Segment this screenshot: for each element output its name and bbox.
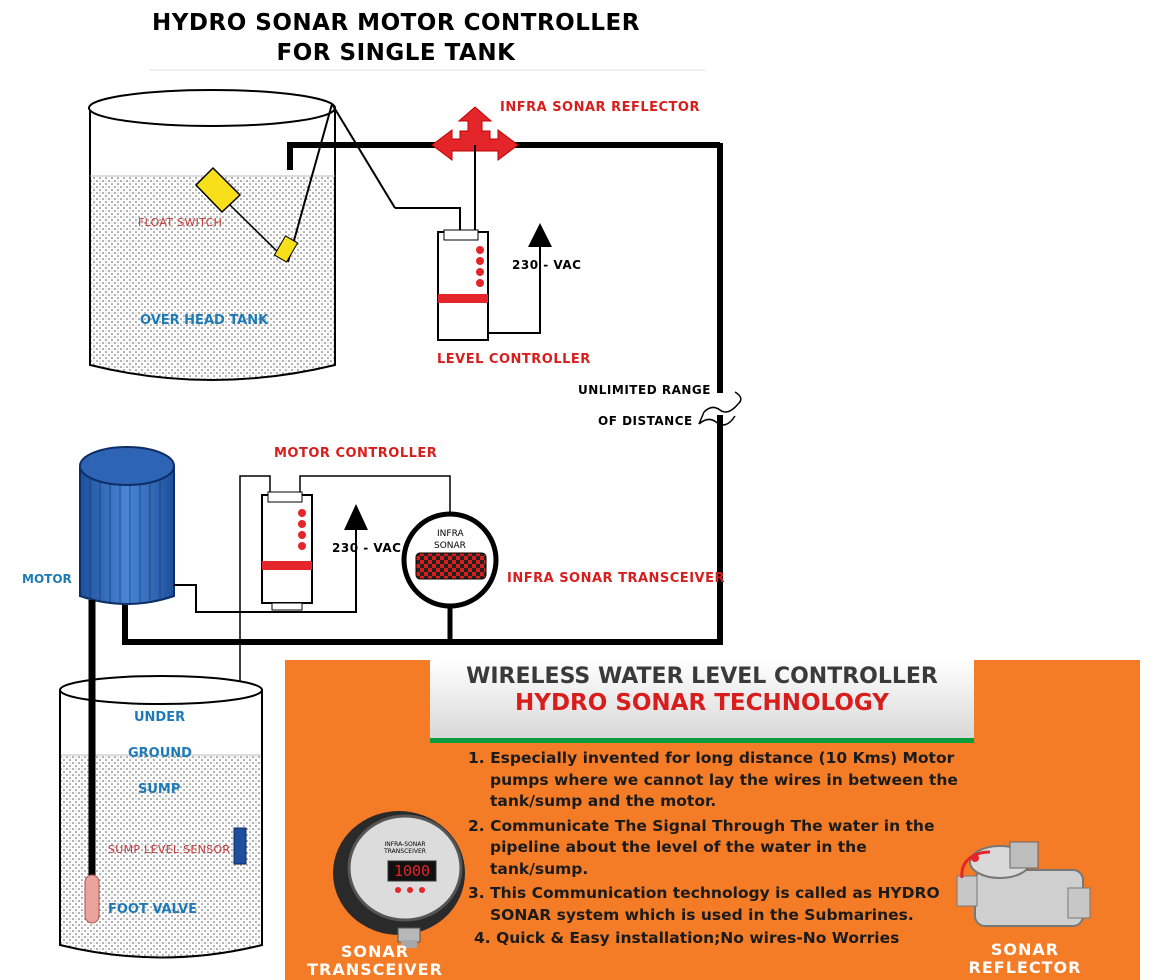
motor-controller-device	[261, 491, 313, 611]
label-infra: INFRA	[437, 529, 464, 539]
label-over-head-tank: OVER HEAD TANK	[140, 313, 269, 328]
level-controller-device	[437, 229, 489, 341]
sensor-wire	[239, 475, 271, 848]
label-unlimited-range: UNLIMITED RANGE	[578, 383, 711, 397]
info-panel-header	[430, 660, 974, 743]
sump-level-sensor	[233, 827, 247, 865]
power-arrow-top	[488, 223, 552, 334]
caption-sonar-transceiver: SONAR TRANSCEIVER	[290, 943, 460, 979]
power-wire-bottom	[174, 530, 357, 613]
caption-right-line2: REFLECTOR	[968, 958, 1082, 977]
label-infra-sonar-transceiver: INFRA SONAR TRANSCEIVER	[507, 571, 725, 586]
caption-left-line1: SONAR	[340, 942, 410, 961]
label-sump-level-sensor: SUMP LEVEL SENSOR	[108, 843, 231, 856]
page-title-line1: HYDRO SONAR MOTOR CONTROLLER	[152, 10, 640, 36]
label-voltage-bottom: 230 - VAC	[332, 541, 402, 555]
transceiver-wire	[299, 475, 451, 514]
label-foot-valve: FOOT VALVE	[108, 902, 198, 917]
feature-item-3: 3. This Communication technology is call…	[468, 884, 940, 924]
caption-right-line1: SONAR	[990, 940, 1060, 959]
outlet-pipe	[287, 142, 720, 170]
label-under: UNDER	[134, 710, 186, 725]
label-ground: GROUND	[128, 746, 192, 761]
label-of-distance: OF DISTANCE	[598, 414, 693, 428]
panel-heading-1: WIRELESS WATER LEVEL CONTROLLER	[466, 664, 938, 689]
page-title-line2: FOR SINGLE TANK	[276, 40, 516, 66]
label-motor-controller: MOTOR CONTROLLER	[274, 446, 438, 461]
infra-sonar-reflector-arrows	[431, 106, 519, 161]
infra-sonar-transceiver-device	[401, 511, 499, 642]
feature-item-2: 2. Communicate The Signal Through The wa…	[468, 816, 935, 878]
caption-left-line2: TRANSCEIVER	[307, 960, 443, 979]
label-motor: MOTOR	[22, 572, 72, 586]
power-arrow-bottom	[344, 504, 368, 530]
feature-item-4: 4. Quick & Easy installation;No wires-No…	[474, 929, 900, 947]
panel-heading-2: HYDRO SONAR TECHNOLOGY	[515, 690, 889, 716]
overhead-tank	[88, 89, 336, 381]
label-sump: SUMP	[138, 782, 181, 797]
label-sonar: SONAR	[434, 541, 466, 551]
caption-sonar-reflector: SONAR REFLECTOR	[945, 941, 1105, 977]
feature-item-1: 1. Especially invented for long distance…	[468, 749, 958, 810]
float-switch	[194, 103, 396, 263]
label-float-switch: FLOAT SWITCH	[138, 216, 223, 229]
label-voltage-top: 230 - VAC	[512, 258, 582, 272]
motor-unit	[79, 446, 175, 605]
feature-list: 1. Especially invented for long distance…	[468, 748, 968, 950]
label-level-controller: LEVEL CONTROLLER	[437, 352, 591, 367]
float-wire	[395, 207, 461, 232]
foot-valve	[84, 874, 100, 924]
label-infra-sonar-reflector: INFRA SONAR REFLECTOR	[500, 100, 700, 115]
